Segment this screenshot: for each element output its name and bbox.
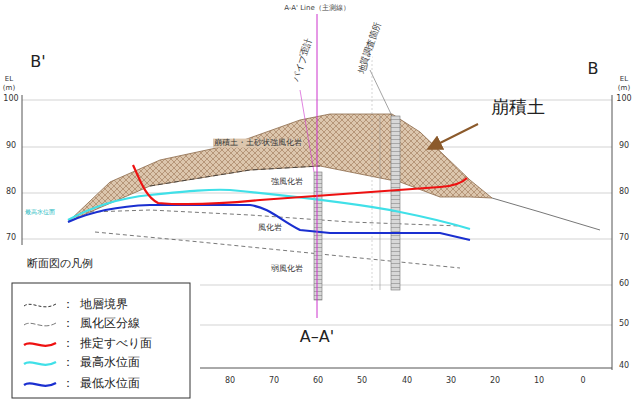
- section-label: 60: [313, 377, 323, 386]
- legend-text: 最高水位面: [80, 356, 140, 369]
- survey-line: [372, 40, 373, 290]
- section-label: 最高水位面: [24, 209, 56, 216]
- section-label: 40: [619, 362, 629, 371]
- legend-box: [12, 283, 190, 398]
- section-label: 70: [269, 377, 279, 386]
- legend-text: 風化区分線: [80, 317, 140, 330]
- section-label: A-A' Line（主測線）: [283, 5, 351, 13]
- legend-sample: [24, 343, 56, 346]
- section-label: 20: [490, 377, 500, 386]
- legend-text: 推定すべり面: [80, 337, 152, 350]
- section-label: 40: [402, 377, 412, 386]
- section-label: 70: [6, 234, 16, 243]
- section-label: 60: [619, 280, 629, 289]
- section-label: EL: [5, 76, 13, 84]
- legend-text: 最低水位面: [80, 377, 140, 390]
- section-label: 80: [225, 377, 235, 386]
- borehole: [391, 116, 400, 290]
- section-label: EL: [620, 76, 628, 84]
- section-label: B': [30, 53, 45, 71]
- min-water-level: [68, 205, 470, 240]
- legend-sample: [24, 304, 56, 307]
- section-label: 弱風化岩: [270, 265, 304, 274]
- section-label: パイプ歪計: [291, 36, 315, 84]
- section-label: 崩積土: [491, 97, 545, 117]
- leader-line: [370, 70, 392, 116]
- stratum-boundary: [150, 166, 320, 186]
- section-label: ：: [62, 356, 74, 369]
- section-label: A–A': [299, 328, 335, 346]
- section-label: 崩積土・土砂状強風化岩: [213, 139, 303, 148]
- section-label: ：: [62, 337, 74, 350]
- section-label: 10: [534, 377, 544, 386]
- section-label: (m): [3, 85, 15, 93]
- section-label: 断面図の凡例: [27, 258, 93, 270]
- legend-sample: [24, 362, 56, 365]
- section-label: 90: [619, 142, 629, 151]
- section-label: ：: [62, 317, 74, 330]
- section-label: ：: [62, 298, 74, 311]
- leader-line: [300, 90, 314, 172]
- section-label: 70: [619, 234, 629, 243]
- section-label: 80: [619, 188, 629, 197]
- ground-line: [492, 198, 600, 230]
- section-label: 100: [616, 95, 631, 104]
- section-label: 地質調査箇所: [357, 20, 384, 76]
- legend-text: 地層境界: [80, 298, 128, 311]
- section-label: 80: [6, 188, 16, 197]
- section-label: 90: [6, 142, 16, 151]
- survey-line: [380, 116, 381, 290]
- section-label: (m): [618, 85, 630, 93]
- section-label: ：: [62, 377, 74, 390]
- main-survey-line: [317, 14, 318, 318]
- section-label: 100: [3, 95, 18, 104]
- weathering-line: [95, 232, 460, 268]
- legend-sample: [24, 323, 56, 326]
- legend-sample: [24, 383, 56, 386]
- borehole: [314, 172, 322, 300]
- section-label: 50: [357, 377, 367, 386]
- section-label: 30: [446, 377, 456, 386]
- section-label: 50: [619, 320, 629, 329]
- slip-surface: [133, 165, 467, 204]
- callout-arrow: [430, 124, 478, 148]
- section-label: 風化岩: [257, 224, 283, 233]
- section-label: B: [588, 60, 599, 78]
- section-label: 0: [580, 377, 585, 386]
- section-label: 強風化岩: [270, 178, 304, 187]
